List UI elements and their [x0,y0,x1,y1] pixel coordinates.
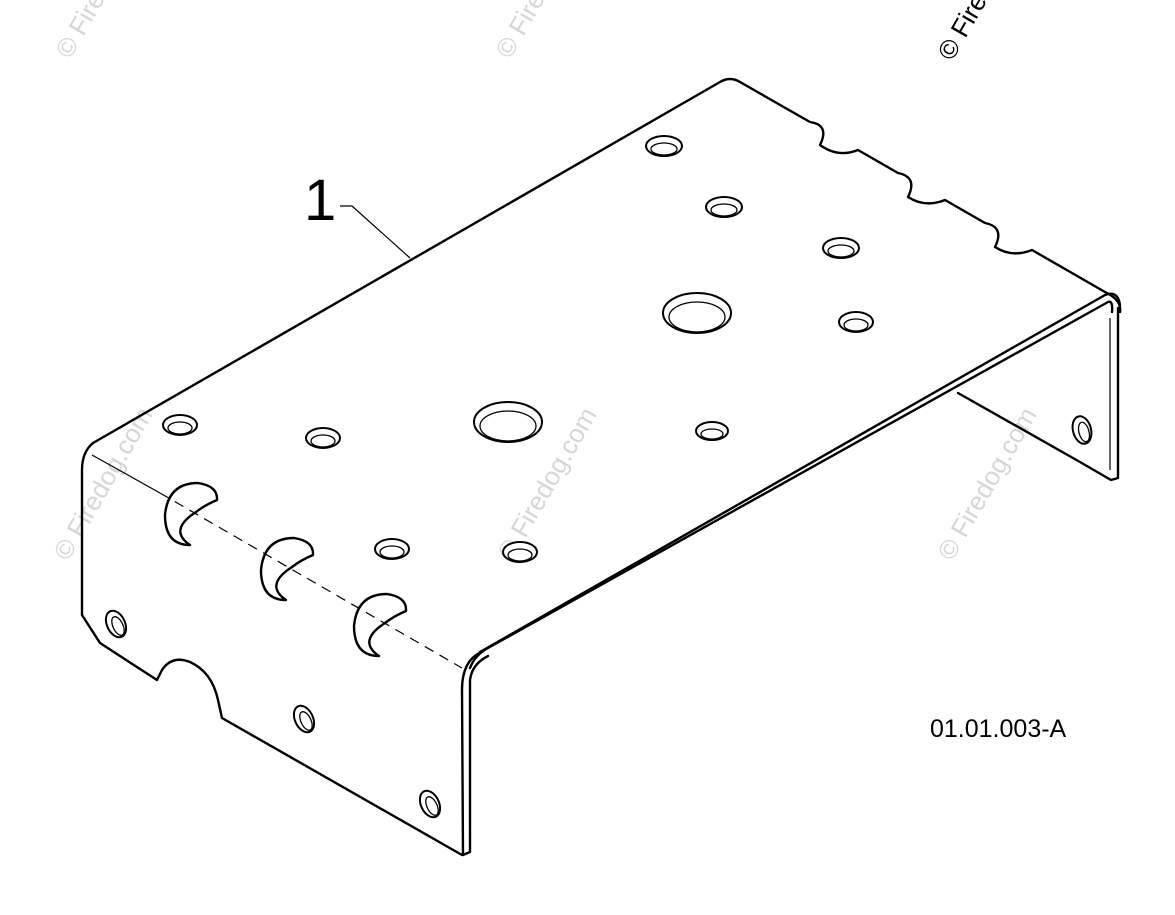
front-flange-outline [460,650,490,857]
callout-number: 1 [304,168,336,233]
watermark-text: © Firedog.com [49,0,160,63]
hole [700,428,724,440]
flange-hole [104,609,128,639]
slot-centerline [159,492,463,669]
flange-hole [1071,415,1093,445]
front-bend-edge-inner [468,300,1114,670]
hole [502,541,538,563]
flange-hole [418,789,442,819]
hole [310,434,336,448]
hole [838,311,874,333]
large-hole [473,401,543,443]
large-hole [479,410,537,442]
flange-hole [425,796,439,816]
callout-1: 1 [304,168,411,259]
flange-hole [111,616,125,636]
hole [645,135,683,157]
flange-hole [1077,421,1091,443]
mounting-bracket [80,77,1122,857]
hole [379,545,405,559]
hole [827,244,855,258]
left-bend-line [91,454,161,494]
top-plate-outline [91,77,1122,445]
large-hole [668,301,726,333]
hole [710,203,738,217]
front-bend-edge-outer [478,292,1122,654]
figure-id: 01.01.003-A [930,715,1067,743]
hole [507,548,533,562]
watermark-text: © Firedog.com [931,402,1042,565]
watermarks: © Firedog.com © Firedog.com © Firedog.co… [47,0,1042,565]
hole [162,414,198,436]
back-flange-edge [956,306,1120,482]
hole [167,421,193,435]
hole [695,421,729,441]
flange-holes [104,415,1093,819]
bend-slot [352,592,408,658]
large-hole [662,292,732,334]
flange-hole [292,704,316,734]
bend-slot [163,481,219,547]
hole [822,237,860,259]
hole [305,427,341,449]
callout-leader-line [340,205,411,259]
bend-slot [259,536,315,602]
hole [650,142,678,156]
watermark-text: © Firedog.com [931,0,1042,65]
watermark-text: © Firedog.com [489,0,600,63]
hole [374,538,410,560]
flange-hole [299,711,313,731]
top-plate-holes [162,135,874,563]
hole [705,196,743,218]
bend-slots [163,481,408,658]
hole [843,318,869,332]
left-flange-outline [80,441,464,857]
